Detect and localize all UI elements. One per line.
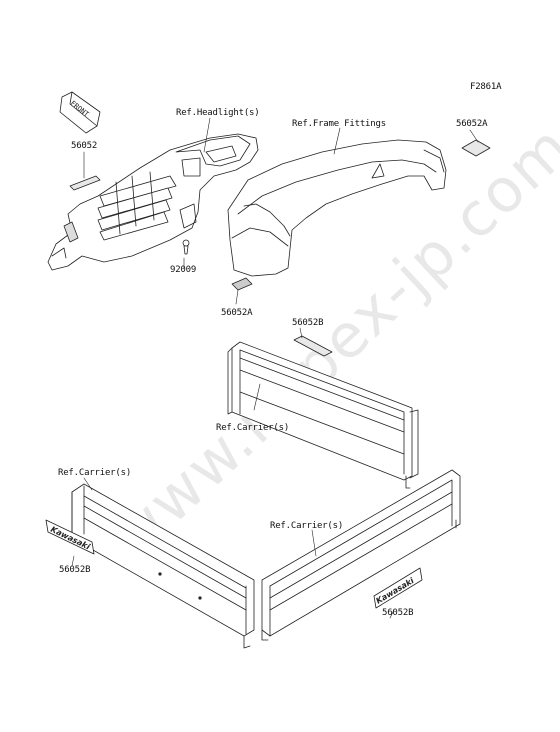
front-cowl-part [47,133,259,271]
label-56052A-bottom: 56052A [221,308,253,318]
label-56052A-top: 56052A [456,119,488,129]
emblem-right-text: Kawasaki [374,576,415,606]
leader-lines [71,117,479,619]
carrier-side-left-part [71,483,255,649]
decal-56052-part [69,175,101,191]
label-92009: 92009 [170,265,197,275]
label-ref-carrier-center: Ref.Carrier(s) [216,423,290,433]
decal-56052A-bottom-part [231,277,253,291]
label-56052B-left: 56052B [59,565,91,575]
label-ref-carrier-left: Ref.Carrier(s) [58,468,132,478]
label-56052: 56052 [71,141,98,151]
emblem-right-part: Kawasaki [373,567,423,609]
front-arrow-icon: FRONT [59,91,101,134]
figure-id: F2861A [470,82,502,92]
label-ref-frame-fittings: Ref.Frame Fittings [292,119,386,129]
decal-56052B-center-part [293,335,333,357]
rear-fender-part [227,139,447,277]
label-56052B-right: 56052B [382,608,414,618]
carrier-gate-center-part [227,341,419,489]
clip-92009-part [182,239,190,255]
label-56052B-top: 56052B [292,318,324,328]
label-ref-headlight: Ref.Headlight(s) [176,108,260,118]
carrier-side-right-part [261,469,461,641]
label-ref-carrier-right: Ref.Carrier(s) [270,521,344,531]
decal-56052A-top-part [461,139,491,157]
